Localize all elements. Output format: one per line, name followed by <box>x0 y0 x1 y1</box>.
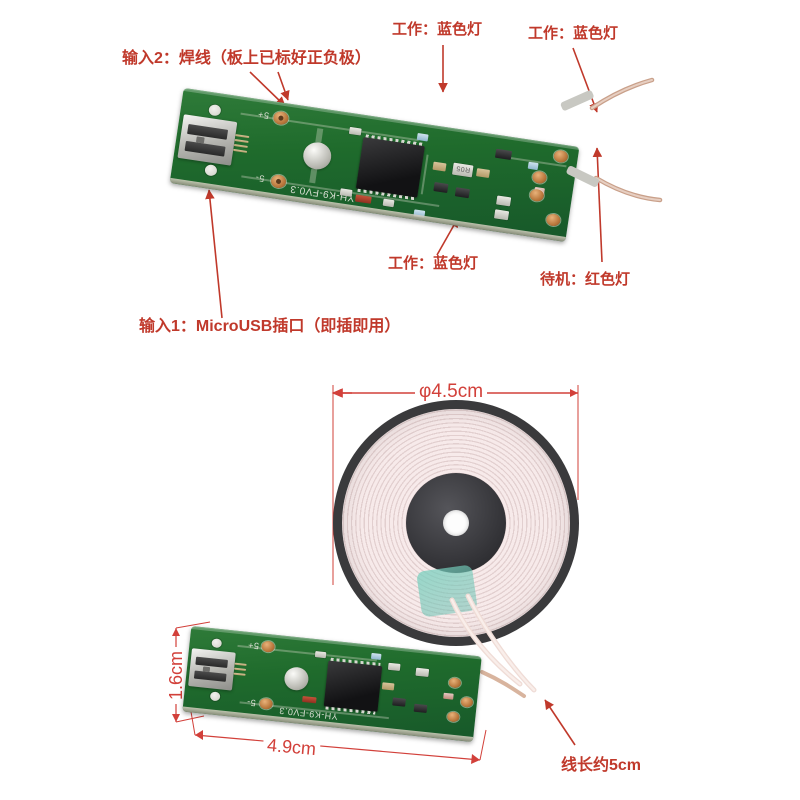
annotation-input2: 输入2：焊线（板上已标好正负极） <box>122 50 371 67</box>
coil-solder-pad <box>553 149 569 164</box>
coil-solder-pad <box>460 696 474 708</box>
wireless-charging-coil <box>333 400 579 646</box>
microusb-shield-tab <box>195 136 205 144</box>
smd-component <box>493 209 510 221</box>
usb-pin <box>233 148 248 153</box>
annotation-working-led-1: 工作：蓝色灯 <box>392 21 483 38</box>
smd-component <box>494 148 513 161</box>
usb-pin <box>234 667 247 671</box>
silkscreen-pad-negative: 5- <box>254 172 266 184</box>
mounting-hole <box>211 638 223 649</box>
microusb-connector <box>177 114 238 166</box>
coil-tape-patch <box>416 564 478 618</box>
microusb-opening <box>195 656 229 668</box>
smd-component <box>387 662 401 672</box>
smd-diode <box>302 695 317 704</box>
top-board-photo: 5+ 5- YH-K9-FV0.3 R05 <box>160 80 610 312</box>
pcb-trace <box>315 128 324 143</box>
led-working-indicator <box>416 132 429 142</box>
coil-solder-pad <box>545 213 562 227</box>
annotation-working-led-3: 工作：蓝色灯 <box>388 255 479 272</box>
led-working-indicator <box>527 161 539 171</box>
silkscreen-pad-negative: 5- <box>246 697 257 709</box>
annotation-working-led-2: 工作：蓝色灯 <box>528 25 619 42</box>
coil-solder-pad <box>446 711 460 723</box>
usb-pin <box>234 662 247 666</box>
led-working-indicator <box>413 209 426 218</box>
usb-pin <box>233 672 246 676</box>
microusb-opening <box>193 670 227 682</box>
pcb-trace <box>309 168 318 184</box>
solder-pad-positive <box>261 640 276 653</box>
usb-pin <box>234 139 249 144</box>
driver-ic <box>323 657 383 715</box>
smd-transistor <box>413 703 428 714</box>
microusb-connector <box>188 648 236 691</box>
smd-component <box>314 651 327 659</box>
silkscreen-pad-positive: 5+ <box>247 639 260 652</box>
mounting-hole <box>209 691 221 702</box>
annotation-standby-led: 待机：红色灯 <box>540 271 631 288</box>
coil-solder-pad <box>531 170 548 185</box>
mounting-hole <box>204 163 218 177</box>
led-standby-indicator <box>443 692 454 700</box>
driver-ic <box>355 134 425 201</box>
smd-component <box>348 126 362 136</box>
capacitor <box>301 140 334 172</box>
smd-component <box>496 195 512 207</box>
coil-solder-pad <box>448 677 462 689</box>
smd-component <box>382 198 395 208</box>
smd-resistor <box>475 168 491 178</box>
microusb-opening <box>187 124 229 140</box>
annotation-wire-length: 线长约5cm <box>561 757 642 774</box>
microusb-shield-tab <box>202 666 211 673</box>
coil-center-hole <box>443 510 469 536</box>
smd-resistor <box>432 161 447 172</box>
smd-transistor <box>392 697 406 707</box>
capacitor <box>283 666 310 692</box>
microusb-opening <box>184 140 226 157</box>
pcb-board-top: 5+ 5- YH-K9-FV0.3 R05 <box>169 87 580 242</box>
smd-component <box>415 667 430 678</box>
smd-resistor <box>381 682 395 691</box>
dimension-coil-diameter: φ4.5cm <box>415 381 488 403</box>
smd-transistor <box>454 187 470 199</box>
usb-pin <box>233 143 248 149</box>
mounting-hole <box>208 103 222 117</box>
smd-diode <box>354 194 372 204</box>
led-working-indicator <box>370 652 382 660</box>
solder-pad-negative <box>259 697 274 710</box>
silkscreen-pad-positive: 5+ <box>257 109 270 121</box>
annotation-input1: 输入1：MicroUSB插口（即插即用） <box>139 318 401 335</box>
smd-transistor <box>433 182 449 193</box>
usb-pin <box>235 134 250 139</box>
